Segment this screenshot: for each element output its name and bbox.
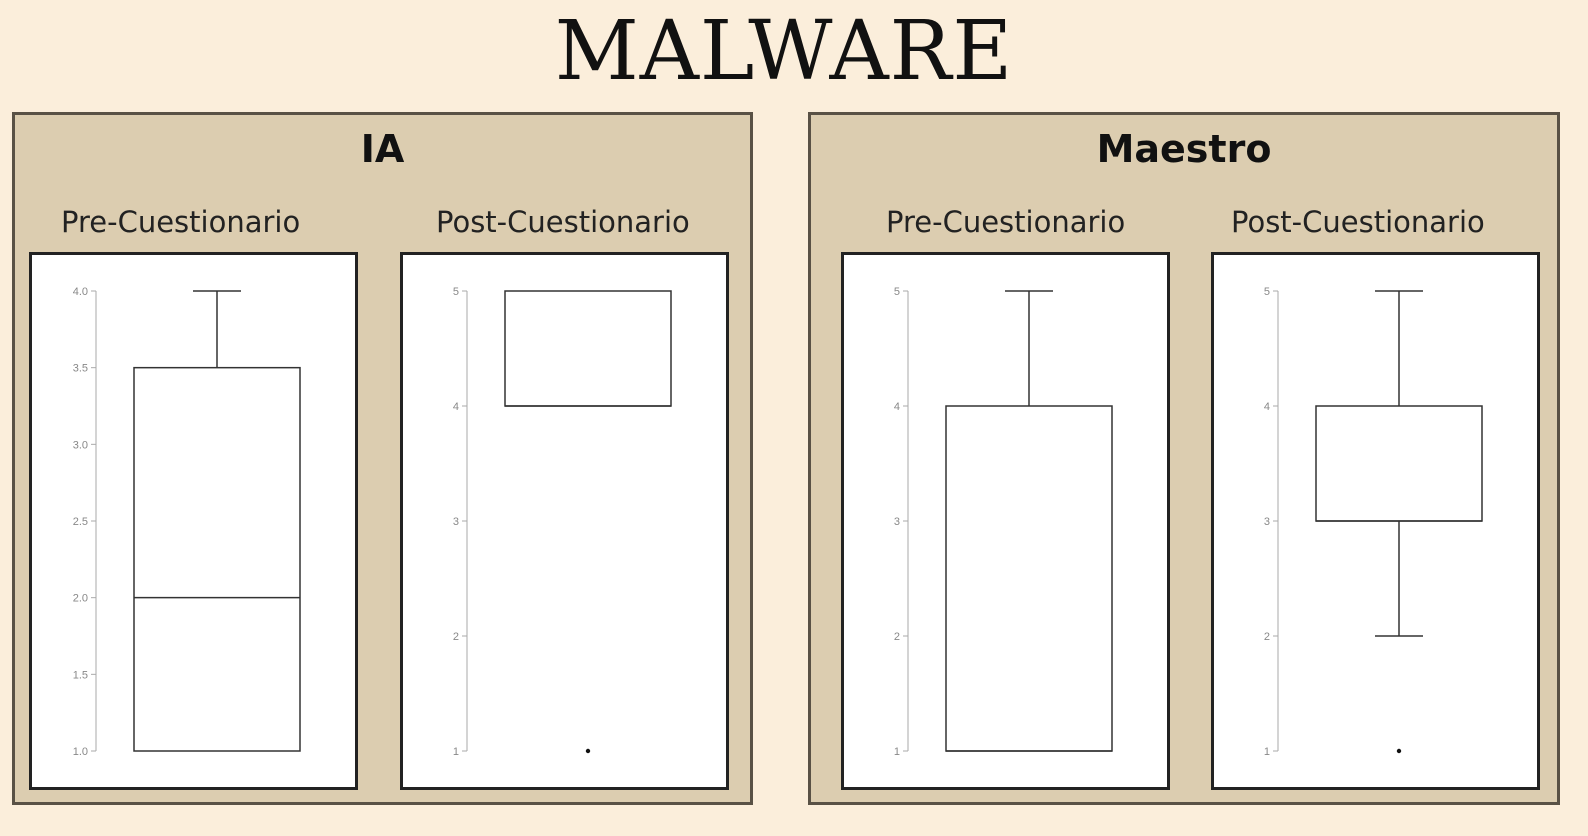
- y-tick-label: 4: [453, 401, 459, 413]
- panel-label: Post-Cuestionario: [1231, 205, 1485, 239]
- box: [1315, 405, 1483, 522]
- group-ia: IA Pre-Cuestionario Post-Cuestionario 1.…: [12, 112, 753, 805]
- y-tick-label: 2.5: [73, 516, 88, 528]
- box: [504, 290, 672, 407]
- y-tick-label: 2: [453, 631, 459, 643]
- y-tick-label: 1: [894, 746, 900, 758]
- y-tick-label: 3: [894, 516, 900, 528]
- page-title: MALWARE: [554, 4, 1014, 99]
- y-tick-label: 2: [1264, 631, 1270, 643]
- panel-label: Pre-Cuestionario: [886, 205, 1126, 239]
- group-title: Maestro: [1096, 127, 1272, 171]
- panel-label: Post-Cuestionario: [436, 205, 690, 239]
- y-tick-label: 3.0: [73, 439, 88, 451]
- boxplot-ia-pre: 1.0 1.5 2.0 2.5 3.0 3.5 4.0: [29, 252, 358, 790]
- group-title: IA: [360, 127, 405, 171]
- y-tick-label: 2.0: [73, 593, 88, 605]
- y-tick-label: 3: [453, 516, 459, 528]
- outlier-point: [585, 748, 591, 754]
- y-tick-label: 4: [1264, 401, 1270, 413]
- boxplot-maestro-pre: 1 2 3 4 5: [841, 252, 1170, 790]
- y-tick-label: 2: [894, 631, 900, 643]
- y-tick-label: 5: [1264, 286, 1270, 298]
- boxplot-ia-post: 1 2 3 4 5: [400, 252, 729, 790]
- panel-label: Pre-Cuestionario: [61, 205, 301, 239]
- y-tick-label: 4.0: [73, 286, 88, 298]
- y-tick-label: 4: [894, 401, 900, 413]
- y-tick-label: 1: [453, 746, 459, 758]
- y-tick-label: 5: [453, 286, 459, 298]
- y-tick-label: 1: [1264, 746, 1270, 758]
- y-tick-label: 5: [894, 286, 900, 298]
- y-tick-label: 1.0: [73, 746, 88, 758]
- box: [133, 366, 301, 752]
- group-maestro: Maestro Pre-Cuestionario Post-Cuestionar…: [808, 112, 1560, 805]
- y-tick-label: 3.5: [73, 363, 88, 375]
- y-tick-label: 3: [1264, 516, 1270, 528]
- boxplot-maestro-post: 1 2 3 4 5: [1211, 252, 1540, 790]
- box: [945, 405, 1113, 752]
- outlier-point: [1396, 748, 1402, 754]
- y-tick-label: 1.5: [73, 669, 88, 681]
